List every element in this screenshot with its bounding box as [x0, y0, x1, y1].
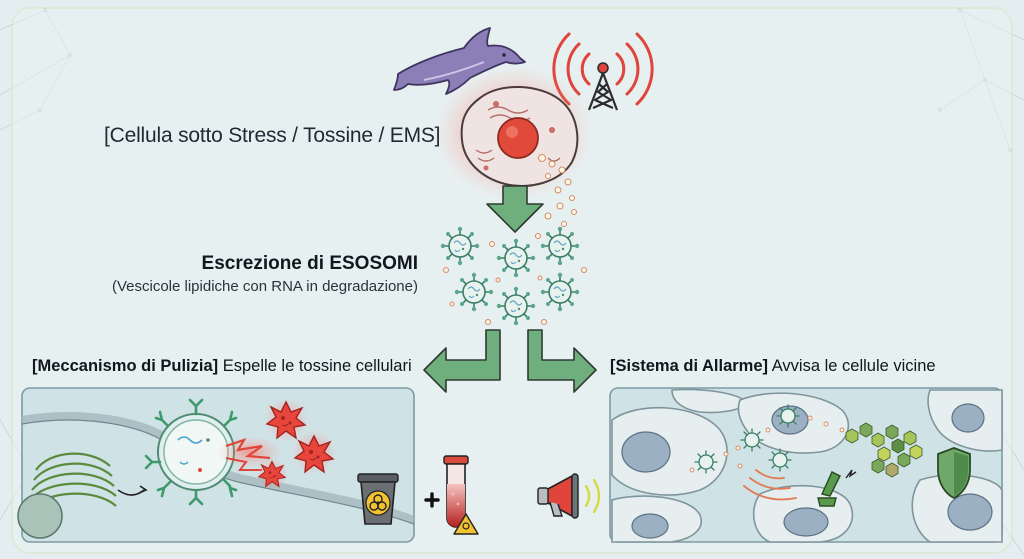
- megaphone-icon: [537, 473, 601, 519]
- alarm-heading: [Sistema di Allarme] Avvisa le cellule v…: [610, 357, 936, 376]
- exosome-receptor-icon: [144, 398, 282, 506]
- stressed-cell-icon: [434, 65, 594, 227]
- toxin-icon: [256, 398, 336, 490]
- alarm-tag: [Sistema di Allarme]: [610, 357, 769, 375]
- exosome-subtitle: (Vescicole lipidiche con RNA in degradaz…: [111, 278, 418, 295]
- blood-test-tube-icon: [443, 455, 479, 535]
- cleanup-tag: [Meccanismo di Pulizia]: [32, 357, 219, 375]
- left-branch-arrow: [423, 329, 501, 393]
- down-arrow: [486, 185, 544, 233]
- neighbor-cells-icon: [611, 388, 1003, 543]
- exosome-cluster: [439, 226, 587, 327]
- cleanup-heading: [Meccanismo di Pulizia] Espelle le tossi…: [32, 357, 412, 376]
- cleanup-text: Espelle le tossine cellulari: [222, 357, 412, 375]
- alarm-text: Avvisa le cellule vicine: [771, 357, 936, 375]
- exosome-title: Escrezione di ESOSOMI: [201, 253, 418, 274]
- biohazard-bin-icon: [357, 473, 399, 525]
- cleanup-panel: [17, 387, 416, 543]
- right-branch-arrow: [527, 329, 597, 393]
- shield-icon: [937, 447, 971, 500]
- plus-icon: [424, 492, 440, 508]
- dolphin-icon: [393, 27, 526, 95]
- stress-cell-label: [Cellula sotto Stress / Tossine / EMS]: [104, 124, 441, 147]
- alarm-panel: [609, 387, 1003, 543]
